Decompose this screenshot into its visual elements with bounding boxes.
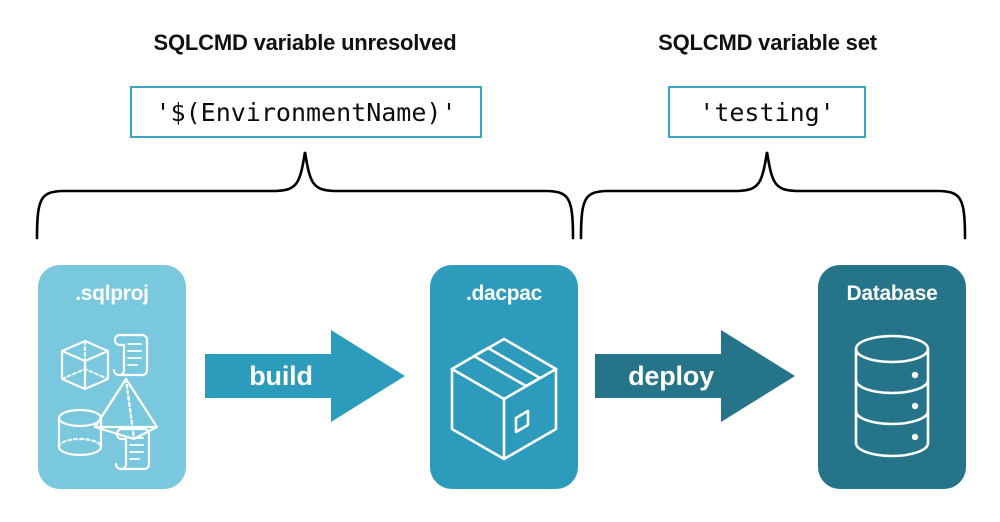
database-artwork <box>854 334 930 458</box>
pyramid-icon <box>93 377 159 441</box>
dacpac-artwork <box>450 337 558 461</box>
stage-card-database: Database <box>818 265 966 489</box>
heading-sqlcmd-variable-set: SQLCMD variable set <box>658 30 877 55</box>
stage-card-dacpac: .dacpac <box>430 265 578 489</box>
scroll-icon <box>114 427 151 471</box>
arrow-build-icon <box>205 330 405 422</box>
brace-right-icon <box>579 151 967 240</box>
brace-left-icon <box>35 151 575 240</box>
arrow-deploy: deploy <box>595 330 795 422</box>
database-cylinder-icon <box>854 334 930 458</box>
heading-sqlcmd-variable-unresolved: SQLCMD variable unresolved <box>153 30 457 55</box>
cylinder-icon <box>57 408 103 457</box>
arrow-deploy-icon <box>595 330 795 422</box>
stage-label-sqlproj: .sqlproj <box>75 282 149 305</box>
code-box-environment-name: '$(EnvironmentName)' <box>130 86 482 138</box>
package-box-icon <box>450 337 558 461</box>
arrow-build: build <box>205 330 405 422</box>
cube-icon <box>60 339 110 391</box>
scroll-icon <box>112 333 149 377</box>
stage-card-sqlproj: .sqlproj <box>38 265 186 489</box>
stage-label-database: Database <box>846 282 938 305</box>
sqlproj-artwork <box>57 333 159 471</box>
stage-label-dacpac: .dacpac <box>465 282 543 305</box>
code-box-testing: 'testing' <box>668 86 866 138</box>
